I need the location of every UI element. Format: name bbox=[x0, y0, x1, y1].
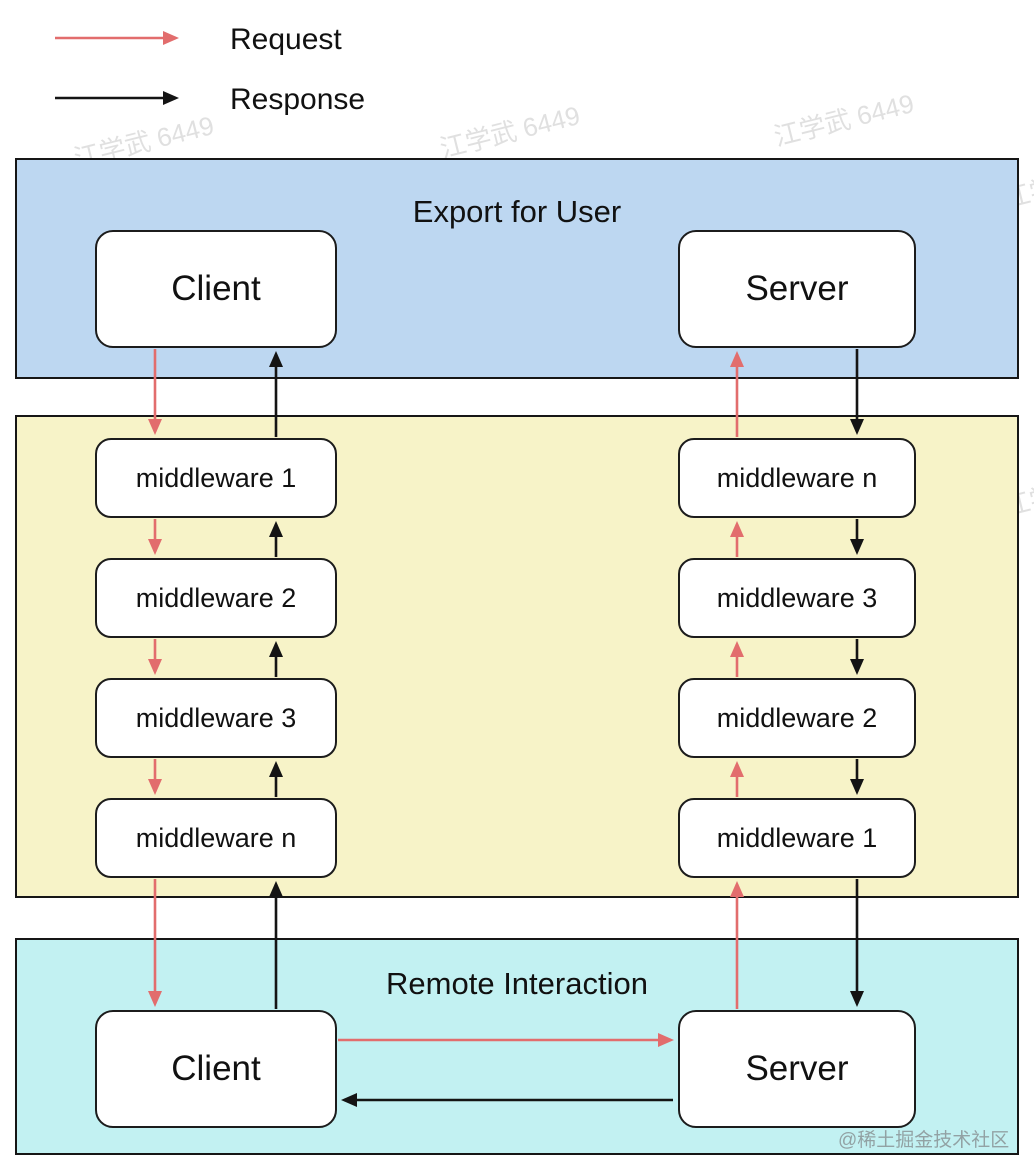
middleware-node-left-n: middleware n bbox=[95, 798, 337, 878]
middleware-node-left-1: middleware 1 bbox=[95, 438, 337, 518]
server-node-bottom: Server bbox=[678, 1010, 916, 1128]
community-credit: @稀土掘金技术社区 bbox=[838, 1130, 1010, 1151]
middleware-node-right-n: middleware n bbox=[678, 438, 916, 518]
legend-request-label: Request bbox=[230, 23, 342, 56]
server-node-top: Server bbox=[678, 230, 916, 348]
middleware-node-right-3: middleware 3 bbox=[678, 558, 916, 638]
client-node-top: Client bbox=[95, 230, 337, 348]
watermark: 江学武 6449 bbox=[436, 100, 583, 164]
export-section-title: Export for User bbox=[412, 194, 622, 229]
watermark: 江学武 6449 bbox=[770, 88, 917, 152]
middleware-node-right-2: middleware 2 bbox=[678, 678, 916, 758]
middleware-node-left-3: middleware 3 bbox=[95, 678, 337, 758]
middleware-node-right-1: middleware 1 bbox=[678, 798, 916, 878]
middleware-node-left-2: middleware 2 bbox=[95, 558, 337, 638]
client-node-bottom: Client bbox=[95, 1010, 337, 1128]
legend-response-label: Response bbox=[230, 83, 366, 116]
remote-section-title: Remote Interaction bbox=[386, 966, 648, 1001]
